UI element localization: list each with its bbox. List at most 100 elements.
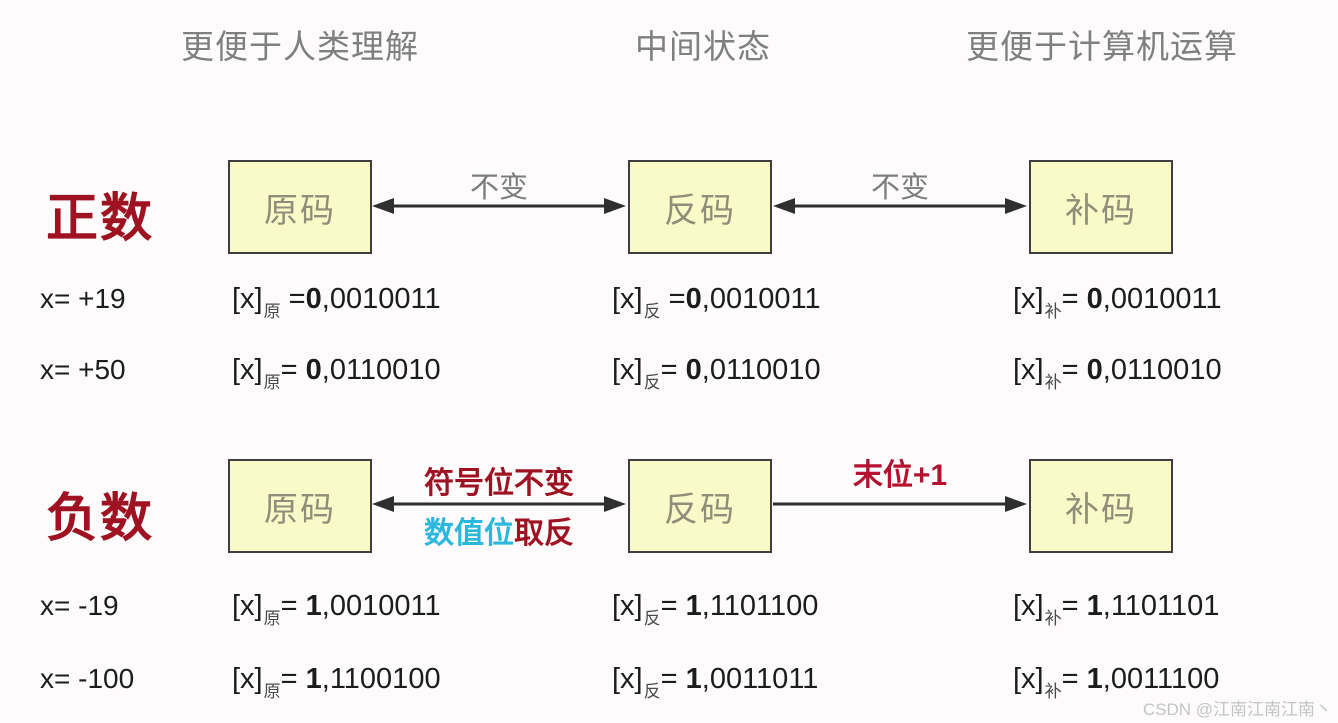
equation-subscript: 原 — [263, 302, 281, 321]
box-negative-twos-complement-label: 补码 — [1065, 490, 1137, 529]
box-positive-twos-complement-label: 补码 — [1065, 191, 1137, 230]
equation-value-bits: ,0110010 — [701, 354, 821, 386]
box-positive-ones-complement-label: 反码 — [664, 191, 736, 230]
equation-subscript: 原 — [263, 682, 281, 701]
equation-equals: = — [280, 283, 306, 315]
equation-sign-bit: 1 — [1086, 590, 1103, 622]
equation-equals: = — [280, 354, 306, 386]
equation-orig-plus19: [x]原 =0,0010011 — [232, 283, 441, 321]
equation-bracket: [x] — [612, 283, 643, 315]
equation-value-bits: ,1101101 — [1102, 590, 1220, 622]
equation-subscript: 补 — [1044, 609, 1062, 628]
equation-bracket: [x] — [612, 354, 643, 386]
equation-orig-minus19: [x]原= 1,0010011 — [232, 590, 441, 628]
equation-bracket: [x] — [1013, 354, 1044, 386]
row-label-negative: 负数 — [46, 490, 155, 548]
equation-bracket: [x] — [612, 663, 643, 695]
equation-inv-minus100: [x]反= 1,0011011 — [612, 663, 819, 701]
double-arrow-icon — [372, 496, 626, 512]
equation-bracket: [x] — [1013, 283, 1044, 315]
arrow-label-unchanged-2: 不变 — [870, 172, 929, 204]
x-value-label: x= +19 — [40, 283, 126, 314]
equation-subscript: 反 — [643, 373, 661, 392]
equation-inv-minus19: [x]反= 1,1101100 — [612, 590, 819, 628]
box-negative-ones-complement: 反码 — [628, 459, 772, 553]
box-positive-ones-complement: 反码 — [628, 160, 772, 254]
equation-sign-bit: 0 — [685, 283, 702, 315]
equation-comp-plus19: [x]补= 0,0010011 — [1013, 283, 1222, 321]
equation-equals: = — [1061, 590, 1087, 622]
equation-sign-bit: 1 — [305, 663, 322, 695]
equation-bracket: [x] — [232, 590, 263, 622]
box-positive-sign-magnitude: 原码 — [228, 160, 372, 254]
equation-equals: = — [660, 590, 686, 622]
equation-value-bits: ,0011011 — [701, 663, 819, 695]
equation-equals: = — [1061, 283, 1087, 315]
equation-sign-bit: 0 — [305, 354, 322, 386]
equation-subscript: 反 — [643, 302, 661, 321]
header-intermediate-state: 中间状态 — [635, 28, 771, 65]
double-arrow-icon — [773, 198, 1027, 214]
equation-comp-minus100: [x]补= 1,0011100 — [1013, 663, 1220, 701]
equation-sign-bit: 1 — [305, 590, 322, 622]
row-label-positive: 正数 — [46, 190, 155, 248]
equation-subscript: 反 — [643, 682, 661, 701]
arrow-label-value-bits-inverted: 数值位取反 — [372, 508, 626, 552]
equation-equals: = — [660, 283, 686, 315]
equation-equals: = — [1061, 663, 1087, 695]
arrow-label-unchanged-1: 不变 — [469, 172, 528, 204]
equation-value-bits: ,0010011 — [1102, 283, 1222, 315]
equation-orig-plus50: [x]原= 0,0110010 — [232, 354, 441, 392]
equation-value-bits: ,1100100 — [321, 663, 441, 695]
equation-inv-plus19: [x]反 =0,0010011 — [612, 283, 821, 321]
box-positive-sign-magnitude-label: 原码 — [264, 191, 336, 230]
equation-value-bits: ,0011100 — [1102, 663, 1220, 695]
equation-inv-plus50: [x]反= 0,0110010 — [612, 354, 821, 392]
equation-value-bits: ,0010011 — [701, 283, 821, 315]
equation-sign-bit: 0 — [305, 283, 322, 315]
x-value-label: x= +50 — [40, 354, 126, 385]
right-arrow-icon — [773, 496, 1027, 512]
equation-subscript: 反 — [643, 609, 661, 628]
equation-sign-bit: 1 — [685, 590, 702, 622]
equation-bracket: [x] — [1013, 590, 1044, 622]
arrow-label-inverted: 取反 — [514, 517, 574, 550]
equation-subscript: 原 — [263, 373, 281, 392]
x-value-label: x= -19 — [40, 590, 119, 621]
equation-subscript: 补 — [1044, 302, 1062, 321]
equation-subscript: 补 — [1044, 682, 1062, 701]
box-negative-ones-complement-label: 反码 — [664, 490, 736, 529]
equation-subscript: 原 — [263, 609, 281, 628]
equation-sign-bit: 0 — [685, 354, 702, 386]
equation-sign-bit: 0 — [1086, 283, 1103, 315]
equation-orig-minus100: [x]原= 1,1100100 — [232, 663, 441, 701]
equation-bracket: [x] — [1013, 663, 1044, 695]
equation-equals: = — [280, 590, 306, 622]
equation-comp-minus19: [x]补= 1,1101101 — [1013, 590, 1220, 628]
equation-sign-bit: 1 — [1086, 663, 1103, 695]
equation-sign-bit: 1 — [685, 663, 702, 695]
box-negative-twos-complement: 补码 — [1029, 459, 1173, 553]
equation-bracket: [x] — [232, 283, 263, 315]
csdn-watermark: CSDN @江南江南江南丶 — [1142, 700, 1332, 719]
box-negative-sign-magnitude-label: 原码 — [264, 490, 336, 529]
equation-value-bits: ,0110010 — [1102, 354, 1222, 386]
x-value-label: x= -100 — [40, 663, 135, 694]
equation-comp-plus50: [x]补= 0,0110010 — [1013, 354, 1222, 392]
equation-subscript: 补 — [1044, 373, 1062, 392]
equation-bracket: [x] — [232, 663, 263, 695]
equation-bracket: [x] — [612, 590, 643, 622]
equation-value-bits: ,0110010 — [321, 354, 441, 386]
box-negative-sign-magnitude: 原码 — [228, 459, 372, 553]
equation-equals: = — [660, 354, 686, 386]
equation-sign-bit: 0 — [1086, 354, 1103, 386]
arrow-label-add-one-to-last-bit: 末位+1 — [852, 459, 948, 492]
equation-value-bits: ,0010011 — [321, 590, 441, 622]
box-positive-twos-complement: 补码 — [1029, 160, 1173, 254]
arrow-label-value-bits: 数值位 — [424, 517, 514, 550]
equation-equals: = — [1061, 354, 1087, 386]
equation-value-bits: ,1101100 — [701, 590, 819, 622]
double-arrow-icon — [372, 198, 626, 214]
equation-bracket: [x] — [232, 354, 263, 386]
